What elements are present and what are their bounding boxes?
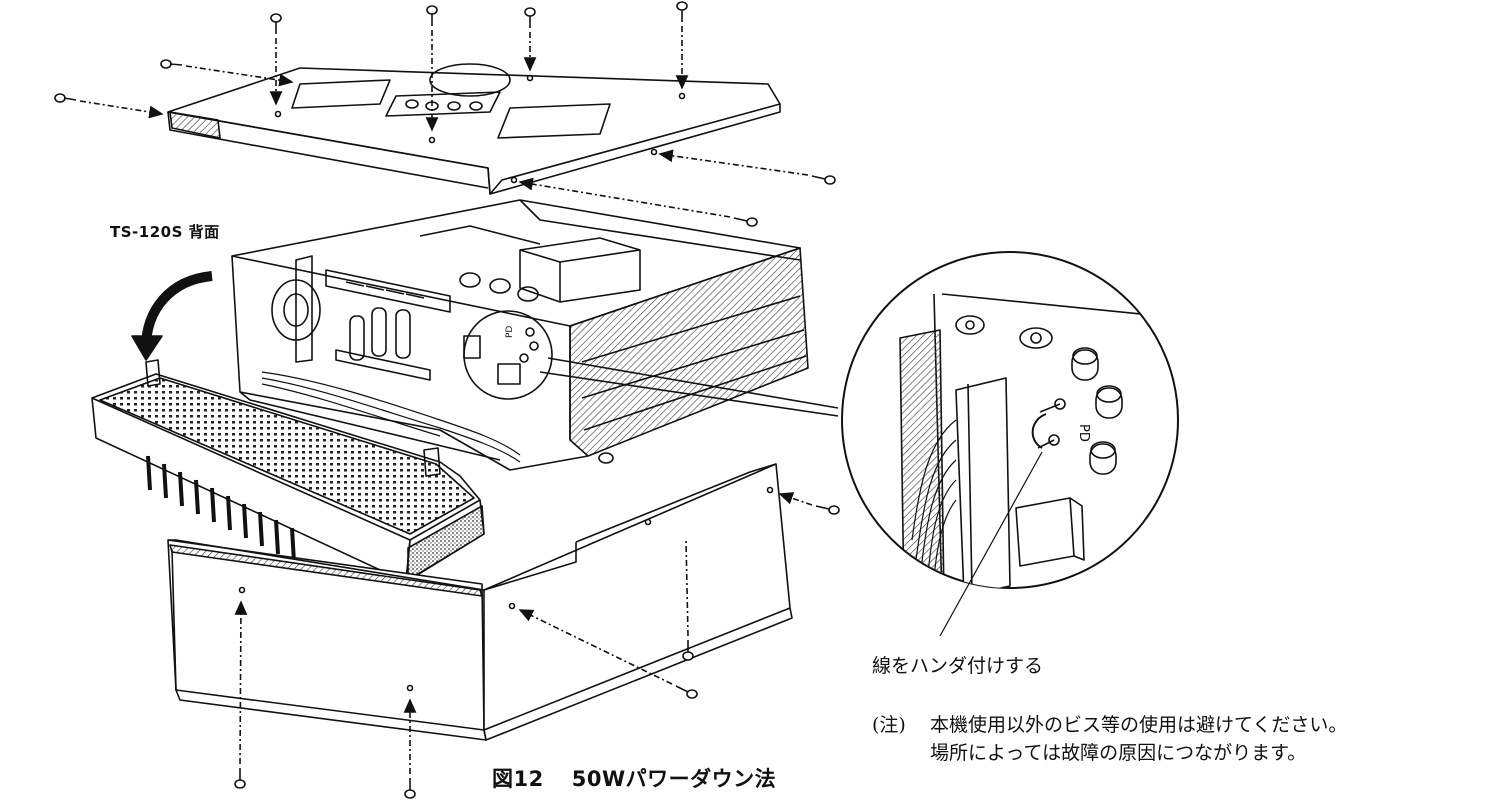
screw-icon <box>269 13 283 106</box>
bottom-cover <box>167 463 793 741</box>
figure-title: 50Wパワーダウン法 <box>571 767 777 791</box>
screw-icon <box>658 149 836 185</box>
note-line-1: 本機使用以外のビス等の使用は避けてください。 <box>930 714 1348 736</box>
callout-solder-label: 線をハンダ付けする <box>872 655 1044 677</box>
model-label: TS-120S 背面 <box>110 223 220 241</box>
screw-icon <box>682 539 694 661</box>
screw-icon <box>518 609 698 699</box>
rear-panel <box>91 359 485 583</box>
callout-leader-line <box>939 451 1043 637</box>
detail-leader-line <box>547 357 839 409</box>
screw-icon <box>234 600 248 789</box>
screw-icon <box>160 59 294 87</box>
pd-label: PD <box>1076 424 1091 442</box>
magnified-detail <box>841 251 1179 589</box>
top-cover <box>167 63 781 195</box>
note-line-2: 場所によっては故障の原因につながります。 <box>930 742 1307 764</box>
screw-set-top <box>54 1 836 227</box>
screw-icon <box>403 698 417 799</box>
note-prefix: (注) <box>872 714 906 736</box>
screw-icon <box>778 492 840 515</box>
screw-icon <box>518 177 758 227</box>
figure-number: 図12 <box>492 767 544 791</box>
screw-icon <box>54 93 164 119</box>
figure-caption: 図12 50Wパワーダウン法 <box>492 763 776 793</box>
screw-icon <box>425 5 439 132</box>
caution-note: (注) 本機使用以外のビス等の使用は避けてください。 場所によっては故障の原因につ… <box>872 711 1347 767</box>
screw-icon <box>675 1 689 90</box>
rotate-arrow-icon <box>131 271 213 361</box>
pd-label-small: PD <box>505 326 515 338</box>
main-chassis <box>231 199 809 471</box>
screw-icon <box>523 7 537 72</box>
screw-set-bottom <box>234 492 840 799</box>
detail-source-circle <box>463 310 553 400</box>
